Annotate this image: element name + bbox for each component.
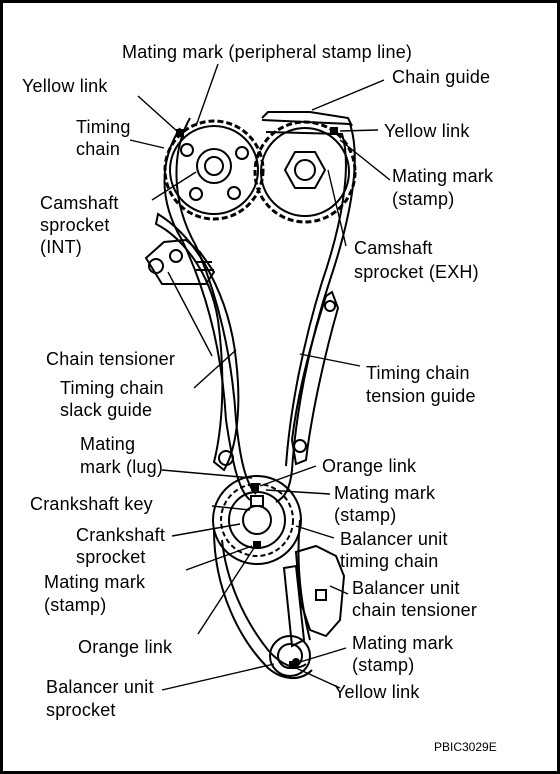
label-mating-lug-1: Mating [80,434,136,454]
camshaft-sprocket-int [163,119,265,221]
label-timing-chain-2: chain [76,139,121,159]
timing-chain [163,117,356,503]
camshaft-sprocket-exh [253,120,357,224]
label-mating-mark-stamp-left-1: Mating mark [44,572,146,592]
label-mating-mark-stamp-left-2: (stamp) [44,595,107,615]
label-mating-mark-stamp-top-1: Mating mark [392,166,494,186]
label-balancer-chain-2: timing chain [340,551,439,571]
crankshaft-sprocket [212,475,302,565]
label-crank-sprocket-1: Crankshaft [76,525,166,545]
label-balancer-tensioner-2: chain tensioner [352,600,478,620]
label-chain-guide: Chain guide [392,67,491,87]
label-camshaft-int-1: Camshaft [40,193,119,213]
label-yellow-link-top-left: Yellow link [22,76,108,96]
label-mating-mark-peripheral: Mating mark (peripheral stamp line) [122,42,413,62]
label-crankshaft-key: Crankshaft key [30,494,153,514]
label-mating-mark-stamp-bottom-1: Mating mark [352,633,454,653]
label-mating-mark-stamp-top-2: (stamp) [392,189,455,209]
label-camshaft-int-2: sprocket [40,215,110,235]
timing-chain-slack-guide [154,212,240,472]
timing-chain-tension-guide [290,290,340,466]
label-mating-mark-stamp-mid-2: (stamp) [334,505,397,525]
label-tension-guide-1: Timing chain [366,363,470,383]
label-camshaft-exh-1: Camshaft [354,238,433,258]
balancer-unit-sprocket [269,635,311,677]
figure-code: PBIC3029E [434,740,497,754]
label-chain-tensioner: Chain tensioner [46,349,176,369]
label-mating-lug-2: mark (lug) [80,457,164,477]
leader-lines [129,63,391,691]
balancer-unit-timing-chain [213,519,313,679]
label-mating-mark-stamp-bottom-2: (stamp) [352,655,415,675]
label-yellow-link-top-right: Yellow link [384,121,470,141]
label-balancer-tensioner-1: Balancer unit [352,578,460,598]
label-camshaft-int-3: (INT) [40,237,82,257]
label-slack-guide-1: Timing chain [60,378,164,398]
label-mating-mark-stamp-mid-1: Mating mark [334,483,436,503]
label-balancer-sprocket-1: Balancer unit [46,677,154,697]
label-yellow-link-bottom: Yellow link [334,682,420,702]
label-balancer-sprocket-2: sprocket [46,700,116,720]
label-orange-link-left: Orange link [78,637,173,657]
label-camshaft-exh-2: sprocket (EXH) [354,262,479,282]
label-crank-sprocket-2: sprocket [76,547,146,567]
label-slack-guide-2: slack guide [60,400,153,420]
label-orange-link-right: Orange link [322,456,417,476]
label-tension-guide-2: tension guide [366,386,476,406]
label-balancer-chain-1: Balancer unit [340,529,448,549]
chain-guide [261,111,353,127]
link-markers [176,127,338,669]
balancer-unit-chain-tensioner [282,544,346,648]
chain-tensioner [144,238,216,285]
label-timing-chain-1: Timing [76,117,131,137]
